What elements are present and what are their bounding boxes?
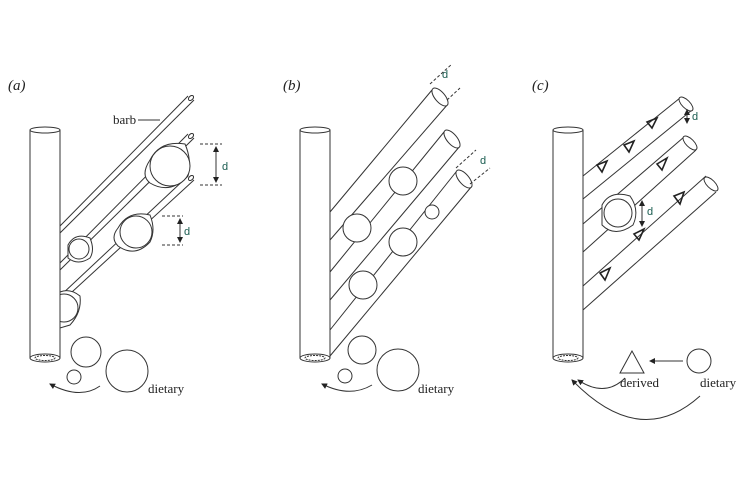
panel-c: (c) d d <box>532 78 737 420</box>
distance-marker-a1: d <box>200 143 228 186</box>
panel-a-label: (a) <box>8 78 26 94</box>
distance-marker-a2: d <box>162 215 190 246</box>
particle-in-barb-c <box>601 193 637 232</box>
barbs-c <box>582 96 719 311</box>
distance-marker-c1: d <box>684 109 698 124</box>
uptake-arrow <box>321 383 373 392</box>
dietary-particle <box>686 348 712 374</box>
svg-text:d: d <box>647 206 653 218</box>
derived-uptake-arrow <box>577 377 626 389</box>
svg-text:d: d <box>442 69 448 81</box>
panel-b: (b) d d <box>283 63 491 396</box>
dietary-label-a: dietary <box>148 381 185 396</box>
distance-marker-b1: d <box>429 63 461 101</box>
shaft-b <box>299 126 331 363</box>
dietary-particles-b <box>321 335 420 392</box>
panel-c-label: (c) <box>532 78 549 94</box>
dietary-uptake-arrow <box>571 379 701 420</box>
derived-label: derived <box>620 375 659 390</box>
panel-b-label: (b) <box>283 78 301 94</box>
particle <box>149 145 191 187</box>
dietary-label-c: dietary <box>700 375 737 390</box>
particle <box>68 238 90 260</box>
distance-marker-b2: d <box>455 149 491 185</box>
particle <box>119 215 153 249</box>
dietary-label-b: dietary <box>418 381 455 396</box>
derived-particles-c <box>595 116 686 282</box>
distance-marker-c2: d <box>639 200 653 227</box>
svg-text:d: d <box>184 226 190 238</box>
svg-text:d: d <box>222 161 228 173</box>
svg-text:d: d <box>692 111 698 123</box>
particles-in-barbs-b <box>342 166 440 300</box>
derived-dietary-cycle <box>571 348 712 420</box>
svg-text:d: d <box>480 155 486 167</box>
dietary-particles-a <box>49 336 149 393</box>
barb-label: barb <box>113 112 136 127</box>
panel-a: (a) barb d <box>8 78 228 396</box>
shaft-a <box>29 126 61 363</box>
particles-on-barbs-a <box>49 142 191 329</box>
shaft-c <box>552 126 584 363</box>
uptake-arrow <box>49 383 101 393</box>
derived-particle <box>619 349 645 374</box>
